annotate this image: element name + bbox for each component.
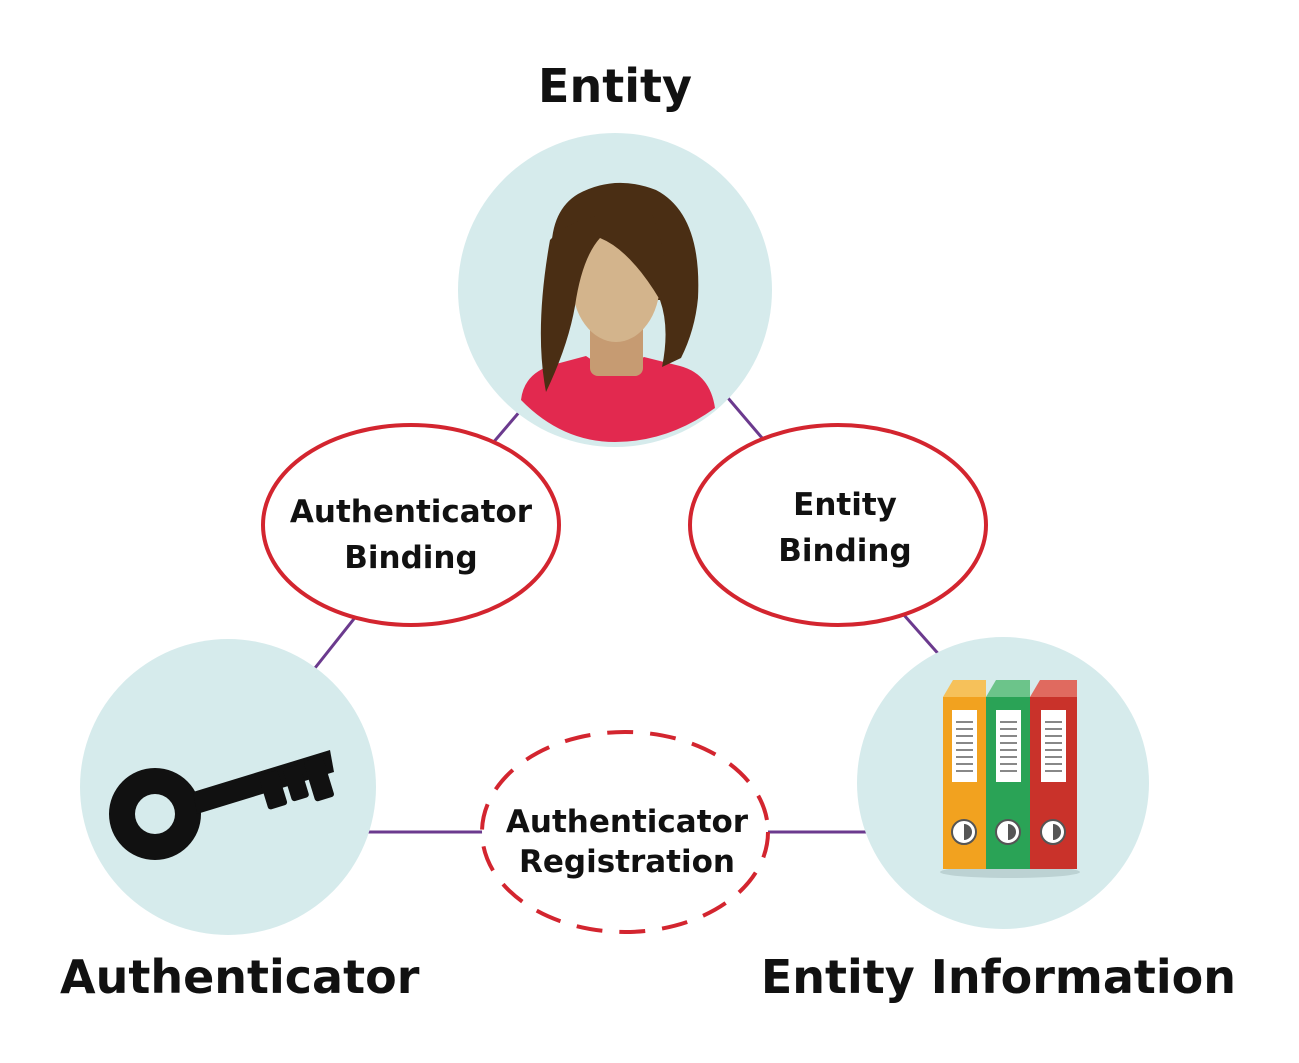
- binders-icon: [940, 680, 1080, 878]
- person-icon: [521, 182, 715, 442]
- authenticator-binding-line1: Authenticator: [290, 494, 533, 530]
- entity-binding-line1: Entity: [793, 487, 897, 523]
- authenticator-binding-line2: Binding: [344, 540, 477, 576]
- authenticator-binding-ellipse: [261, 423, 561, 627]
- entity-information-node: [857, 637, 1149, 929]
- authenticator-registration-line1: Authenticator: [506, 804, 749, 840]
- authenticator-title: Authenticator: [60, 950, 420, 1004]
- entity-binding: Entity Binding: [688, 423, 988, 627]
- authenticator-registration: Authenticator Registration: [480, 730, 770, 934]
- authenticator-registration-line2: Registration: [519, 844, 735, 880]
- authenticator-binding: Authenticator Binding: [261, 423, 561, 627]
- authenticator-registration-ellipse: [480, 730, 770, 934]
- entity-binding-ellipse: [688, 423, 988, 627]
- entity-binding-line2: Binding: [778, 533, 911, 569]
- key-icon: [109, 750, 334, 860]
- entity-node: [458, 133, 772, 447]
- entity-information-title: Entity Information: [761, 950, 1236, 1004]
- entity-title: Entity: [538, 59, 692, 113]
- authenticator-node: [80, 639, 376, 935]
